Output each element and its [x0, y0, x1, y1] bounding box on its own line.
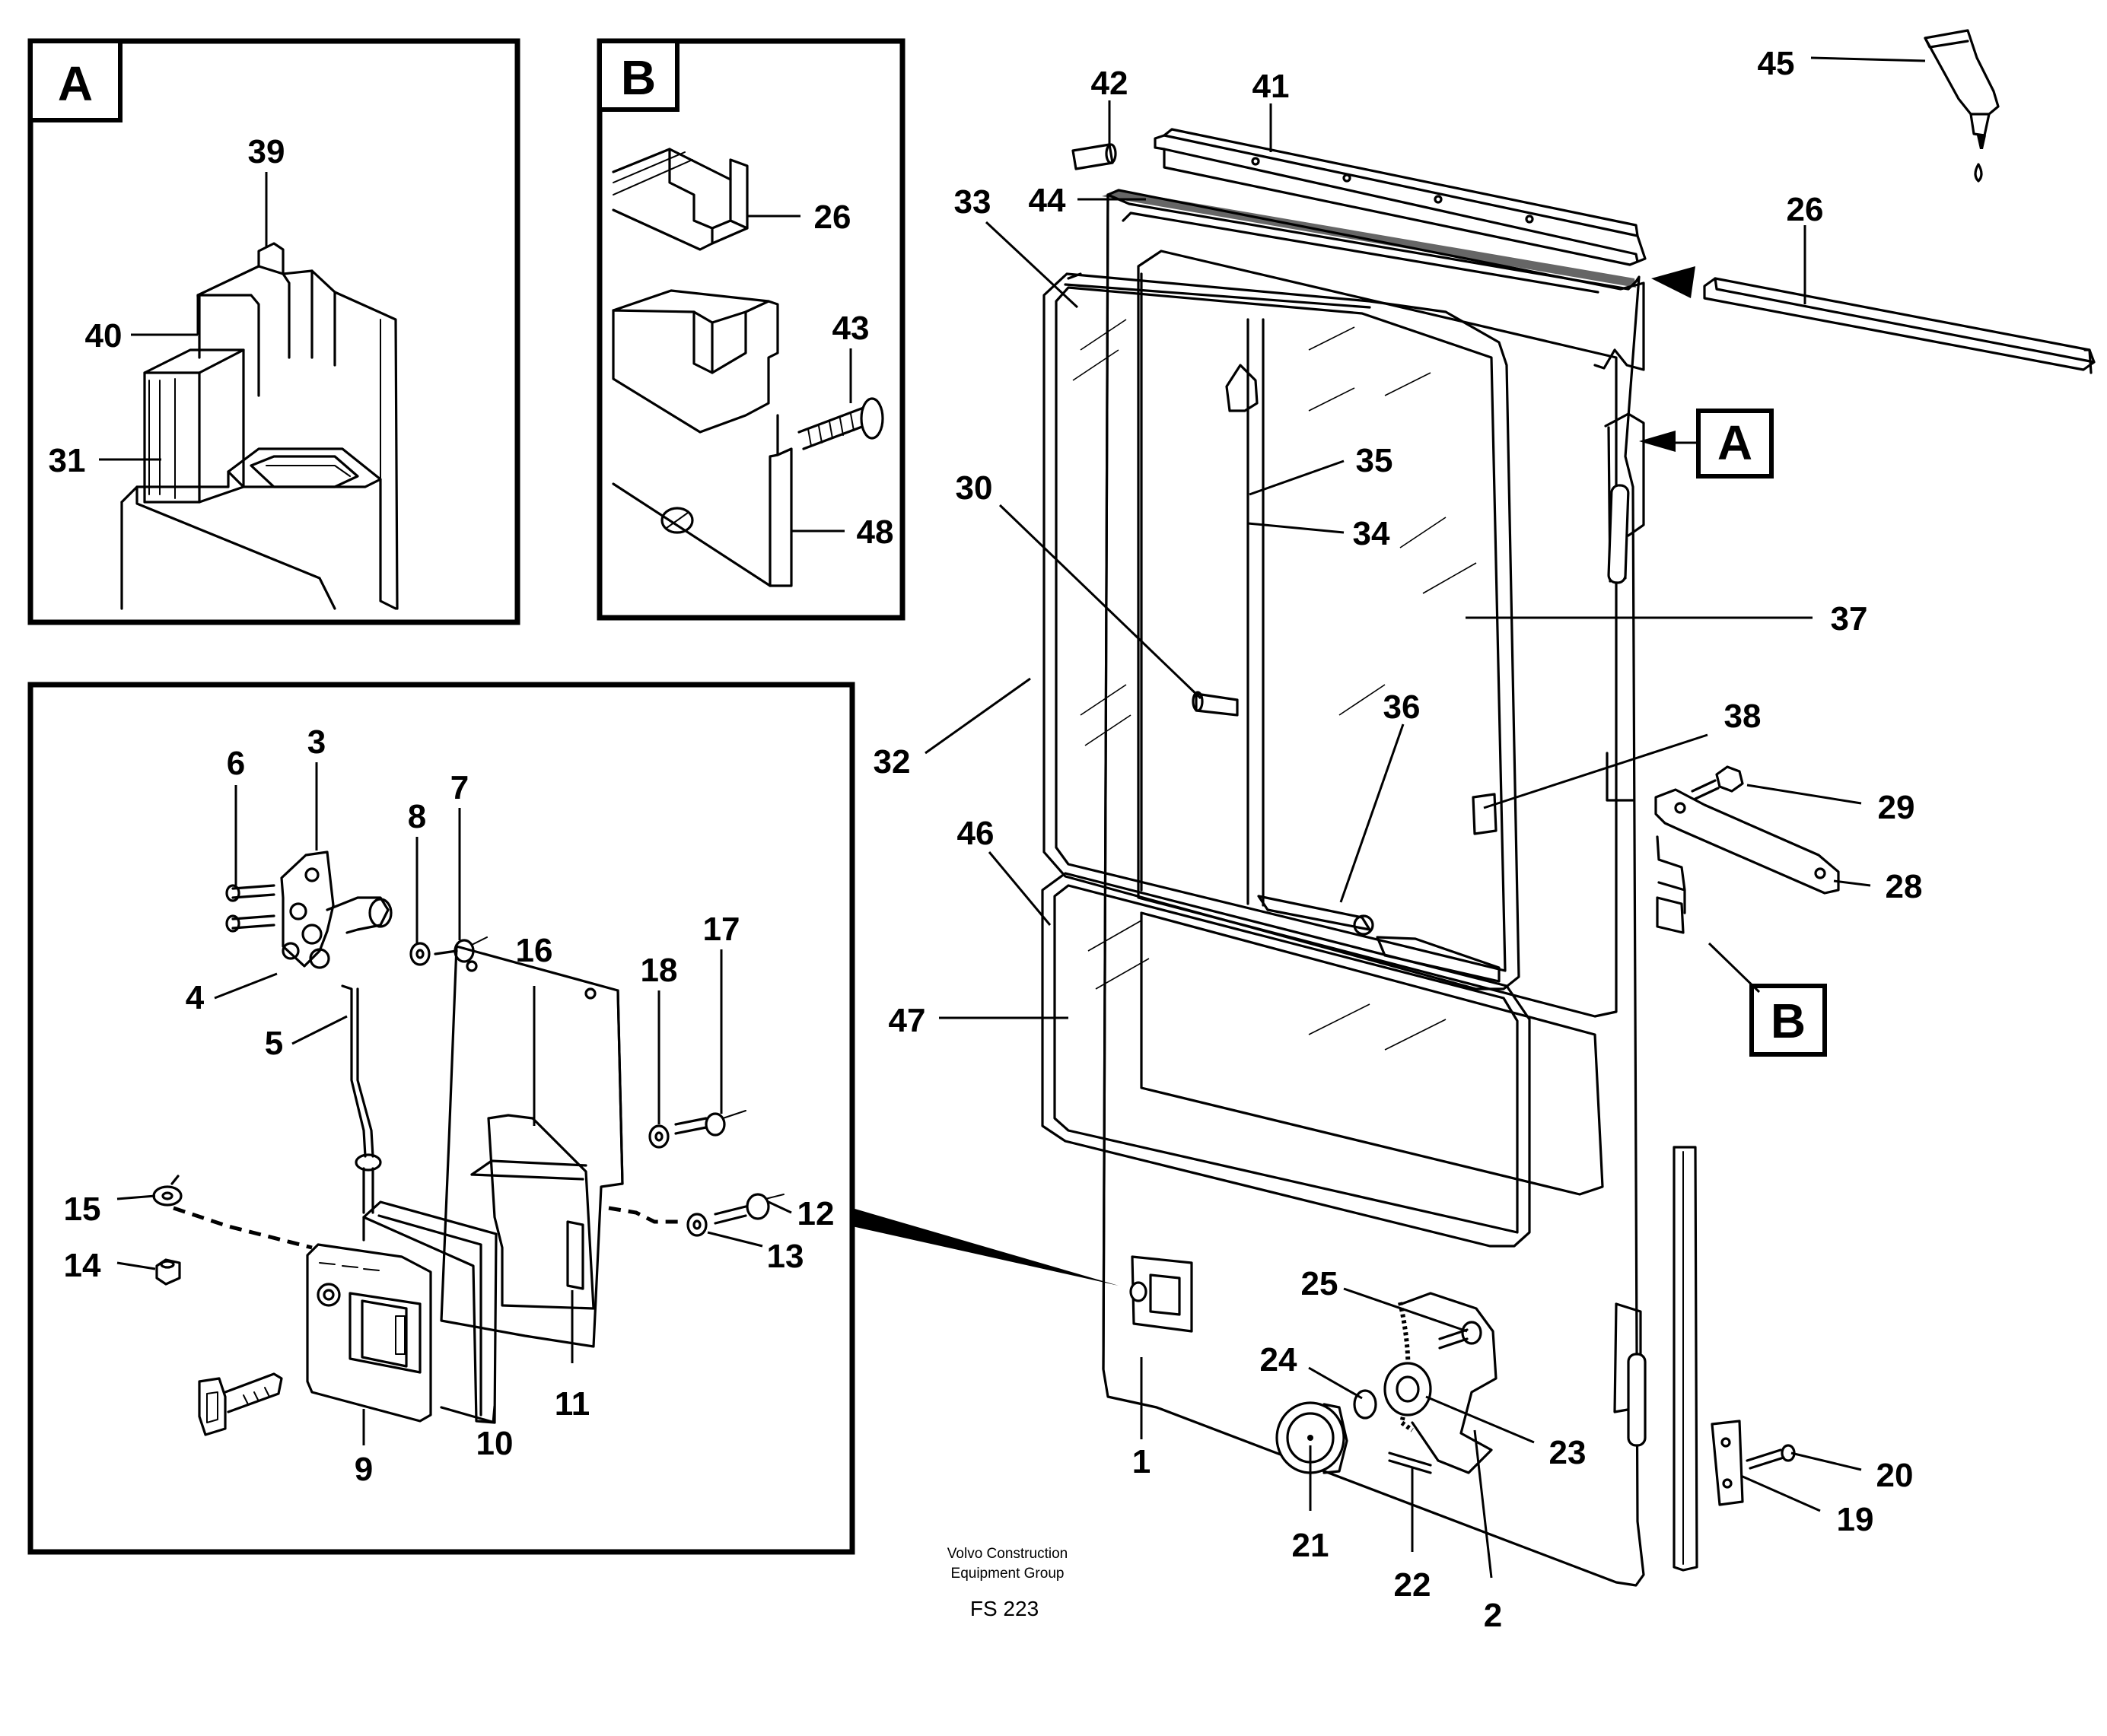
label-20: 20	[1876, 1457, 1914, 1494]
door-assembly: A B	[1041, 29, 2096, 1587]
label-25: 25	[1301, 1265, 1338, 1302]
label-19: 19	[1837, 1501, 1874, 1538]
label-29: 29	[1878, 789, 1915, 826]
label-22: 22	[1394, 1566, 1431, 1604]
label-10: 10	[476, 1425, 514, 1462]
label-32: 32	[874, 743, 911, 781]
label-13: 13	[767, 1238, 804, 1275]
detail-box-a: A 39 40 31	[27, 38, 520, 625]
label-6: 6	[227, 745, 245, 782]
callout-a-letter: A	[1717, 415, 1752, 470]
label-18: 18	[641, 952, 678, 989]
label-36: 36	[1383, 688, 1421, 726]
label-28: 28	[1886, 868, 1923, 905]
label-21: 21	[1292, 1527, 1329, 1564]
detail-box-b-letter: B	[621, 50, 656, 105]
label-9: 9	[355, 1451, 373, 1488]
footer: Volvo Construction Equipment Group FS 22…	[947, 1546, 1068, 1620]
label-38: 38	[1724, 698, 1762, 735]
detail-box-a-letter: A	[58, 56, 93, 111]
lock-detail-box: 3 6 8 7 4 5 16 18 17 12 13 15 14 9 10 11	[27, 682, 855, 1555]
label-15: 15	[64, 1191, 101, 1228]
detail-box-b: B 26 43 48	[597, 38, 906, 621]
label-12: 12	[797, 1195, 835, 1232]
main-labels: 42 41 44 33 45 26 35 34 30 37 32 36 38 2…	[874, 45, 1926, 1634]
footer-company-line1: Volvo Construction	[947, 1546, 1068, 1562]
label-3: 3	[307, 723, 326, 761]
footer-company-line2: Equipment Group	[951, 1566, 1065, 1582]
callout-a: A	[1639, 409, 1774, 479]
label-44: 44	[1029, 182, 1066, 219]
label-37: 37	[1831, 600, 1868, 637]
label-14: 14	[64, 1247, 101, 1284]
label-30: 30	[956, 469, 993, 507]
label-33: 33	[954, 183, 991, 221]
callout-b-letter: B	[1771, 994, 1806, 1048]
label-11: 11	[555, 1385, 590, 1423]
label-48: 48	[857, 513, 894, 551]
detail-pointer	[852, 1208, 1119, 1286]
label-8: 8	[408, 798, 426, 835]
glass-reflections	[1072, 319, 1477, 1051]
label-17: 17	[703, 911, 740, 948]
label-39: 39	[248, 133, 285, 170]
label-45: 45	[1758, 45, 1795, 82]
label-46: 46	[957, 815, 995, 852]
label-2: 2	[1484, 1597, 1502, 1634]
label-47: 47	[889, 1002, 926, 1039]
label-31: 31	[49, 442, 86, 479]
label-35: 35	[1356, 442, 1393, 479]
label-26-detail: 26	[814, 199, 851, 236]
footer-drawing-code: FS 223	[970, 1597, 1039, 1620]
label-4: 4	[186, 979, 205, 1016]
label-26: 26	[1787, 191, 1824, 228]
label-34: 34	[1353, 515, 1390, 552]
label-24: 24	[1260, 1341, 1297, 1378]
label-1: 1	[1132, 1443, 1151, 1480]
label-41: 41	[1252, 68, 1290, 105]
label-5: 5	[265, 1025, 283, 1062]
label-16: 16	[516, 932, 553, 969]
label-43: 43	[832, 310, 870, 347]
label-7: 7	[450, 769, 469, 806]
label-23: 23	[1549, 1434, 1587, 1471]
label-42: 42	[1091, 65, 1128, 102]
callout-b: B	[1708, 942, 1827, 1057]
label-40: 40	[85, 317, 123, 355]
